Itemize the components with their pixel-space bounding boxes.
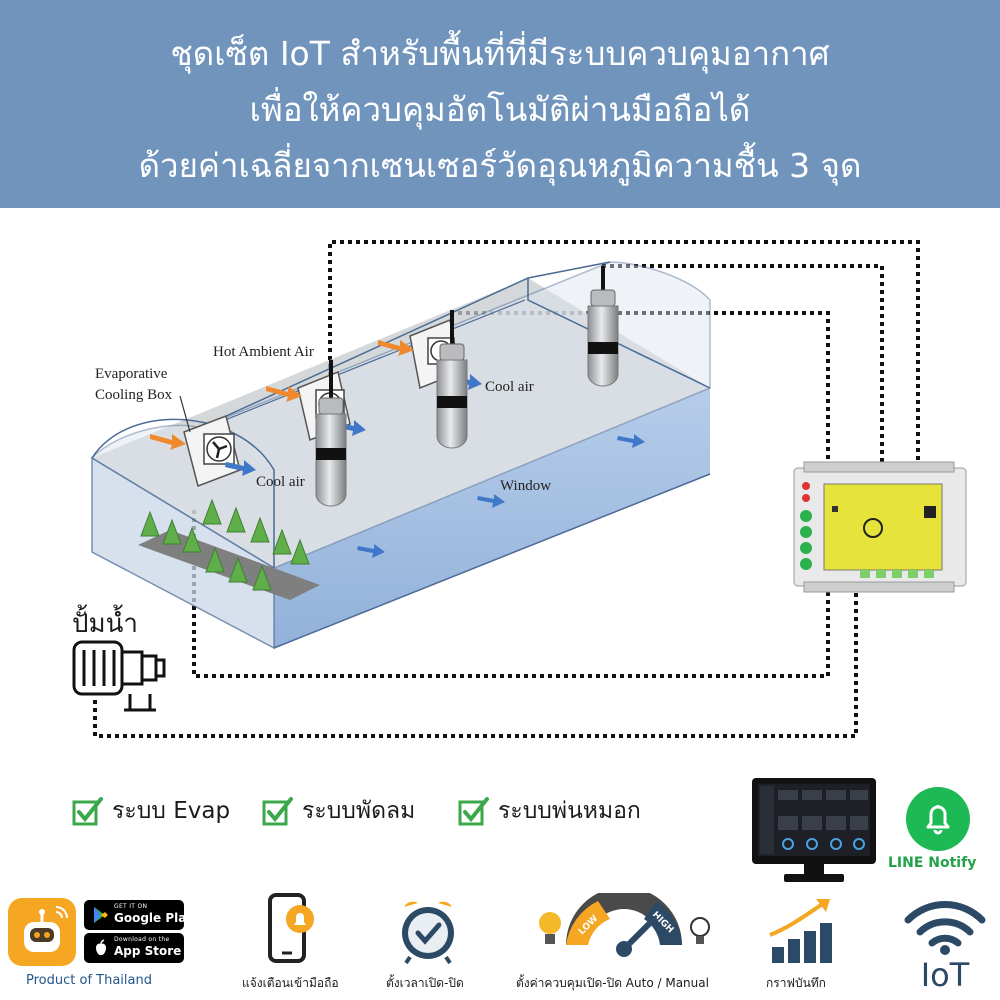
fan-icon (206, 436, 232, 462)
greenhouse-water-side (274, 388, 710, 648)
check-icon (262, 797, 293, 826)
hot-air-arrow (150, 434, 186, 450)
label-window: Window (500, 478, 551, 494)
caption-control: ตั้งค่าควบคุมเปิด-ปิด Auto / Manual (516, 976, 709, 990)
greenhouse-roof (90, 261, 711, 569)
cool-air-arrow (357, 544, 385, 558)
feature-evap-label: ระบบ Evap (112, 798, 231, 824)
plant (290, 538, 310, 565)
greenhouse-front-arch (91, 418, 275, 568)
label-evap-box-2: Cooling Box (95, 387, 173, 403)
greenhouse-base-line (273, 473, 711, 649)
caption-notify-phone: แจ้งเตือนเข้ามือถือ (242, 976, 339, 990)
hot-air-arrow (378, 340, 414, 356)
feature-fan-label: ระบบพัดลม (302, 798, 416, 824)
evap-cooling-boxes (183, 318, 461, 487)
product-of-thailand: Product of Thailand (26, 973, 152, 988)
line-notify-label: LINE Notify (888, 855, 977, 871)
cool-air-arrow (225, 460, 256, 476)
iot-logo: IoT (904, 901, 986, 990)
plant (205, 546, 225, 573)
greenhouse-back-edge (527, 278, 711, 389)
gauge-icon: LOW HIGH (539, 893, 710, 957)
plant (226, 506, 246, 533)
plant (162, 518, 182, 545)
header-title-line-3: ด้วยค่าเฉลี่ยจากเซนเซอร์วัดอุณหภูมิความช… (138, 146, 862, 185)
header-title-line-2: เพื่อให้ควบคุมอัตโนมัติผ่านมือถือได้ (249, 90, 751, 129)
greenhouse-diagram: Evaporative Cooling Box Hot Ambient Air … (72, 240, 967, 738)
bell-icon (294, 913, 306, 925)
line-notify-icon (906, 787, 970, 851)
google-play-icon (94, 907, 108, 923)
app-store-button[interactable]: Download on the App Store (84, 933, 184, 963)
sensor-probes (315, 266, 619, 507)
header-banner: ชุดเซ็ต IoT สำหรับพื้นที่ที่มีระบบควบคุม… (0, 0, 1000, 208)
hot-air-arrows (150, 340, 414, 450)
wire-sensor-1 (328, 240, 920, 468)
plant (252, 564, 272, 591)
bar-chart-icon (769, 899, 832, 963)
google-play-small-text: GET IT ON (114, 903, 148, 910)
alarm-clock-icon (402, 901, 454, 965)
plant (182, 526, 202, 553)
sensor-probe-icon (587, 266, 619, 387)
water-pump-icon (72, 640, 166, 712)
robot-icon (8, 898, 76, 966)
feature-mist: ระบบพ่นหมอก (458, 793, 641, 829)
google-play-label: Google Play (114, 911, 194, 925)
label-cool-air-1: Cool air (256, 474, 305, 490)
check-icon (72, 797, 103, 826)
pump-label: ปั้มน้ำ (72, 609, 139, 639)
apple-icon (96, 939, 106, 956)
label-hot-ambient-air: Hot Ambient Air (213, 344, 314, 360)
feature-evap: ระบบ Evap (72, 793, 230, 829)
planter-bed (138, 530, 320, 600)
plant (228, 556, 248, 583)
iot-logo-text: IoT (921, 956, 970, 990)
sensor-probe-icon (315, 360, 347, 507)
app-store-small-text: Download on the (114, 936, 170, 943)
feature-fan: ระบบพัดลม (262, 793, 415, 829)
plant (250, 516, 270, 543)
plant-rows (138, 498, 320, 600)
evap-box-1 (183, 415, 241, 487)
header-title-line-1: ชุดเซ็ต IoT สำหรับพื้นที่ที่มีระบบควบคุม… (170, 34, 830, 73)
wifi-icon (904, 901, 986, 947)
hot-air-arrow (266, 386, 302, 402)
controller-box-icon (793, 461, 967, 593)
plant (202, 498, 222, 525)
plant (140, 510, 160, 537)
bell-icon (926, 805, 950, 835)
plant (272, 528, 292, 555)
monitor-icon (752, 778, 876, 882)
greenhouse-floor (92, 278, 710, 568)
greenhouse-wall-line (184, 299, 526, 437)
app-store-label: App Store (114, 944, 182, 958)
phone-icon (268, 893, 314, 963)
feature-mist-label: ระบบพ่นหมอก (498, 798, 641, 824)
cool-air-arrow (477, 494, 505, 508)
google-play-button[interactable]: GET IT ON Google Play (84, 900, 194, 930)
label-evap-box-1: Evaporative (95, 366, 168, 382)
sensor-probe-icon (436, 310, 468, 449)
caption-timer: ตั้งเวลาเปิด-ปิด (386, 976, 464, 990)
wire-sensor-2 (602, 264, 884, 468)
check-icon (458, 797, 489, 826)
wire-sensor-3 (450, 311, 830, 468)
wire-pump (93, 586, 858, 738)
cool-air-arrow (617, 434, 645, 448)
label-cool-air-2: Cool air (485, 379, 534, 395)
caption-graph: กราฟบันทึก (766, 976, 826, 990)
